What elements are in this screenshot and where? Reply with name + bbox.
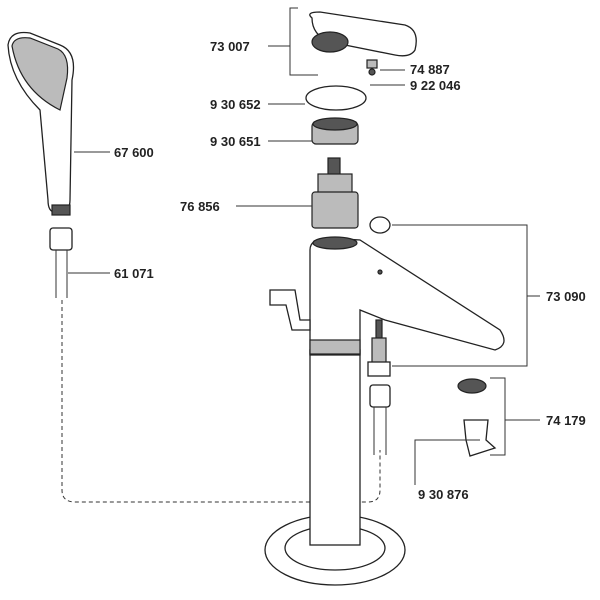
part-label-cartridge: 76 856	[180, 199, 220, 214]
handle[interactable]	[309, 11, 417, 76]
leader-lines	[68, 7, 540, 485]
check-valve[interactable]	[367, 319, 391, 377]
part-label-cover-rosette: 9 30 652	[210, 97, 261, 112]
part-label-check-valve: 9 30 876	[418, 487, 469, 502]
nut[interactable]	[311, 117, 359, 145]
cover-rosette[interactable]	[305, 85, 367, 111]
part-label-nut: 9 30 651	[210, 134, 261, 149]
part-label-spout-body: 73 090	[546, 289, 586, 304]
hose[interactable]	[49, 227, 391, 503]
aerator[interactable]	[457, 378, 497, 457]
part-label-handle: 73 007	[210, 39, 250, 54]
part-label-hose: 61 071	[114, 266, 154, 281]
spout-body[interactable]	[264, 216, 505, 586]
part-label-aerator: 74 179	[546, 413, 586, 428]
cartridge[interactable]	[311, 157, 359, 229]
part-label-screw: 74 887	[410, 62, 450, 77]
part-label-screw-cap: 9 22 046	[410, 78, 461, 93]
hand-shower[interactable]	[7, 31, 75, 216]
part-label-hand-shower: 67 600	[114, 145, 154, 160]
